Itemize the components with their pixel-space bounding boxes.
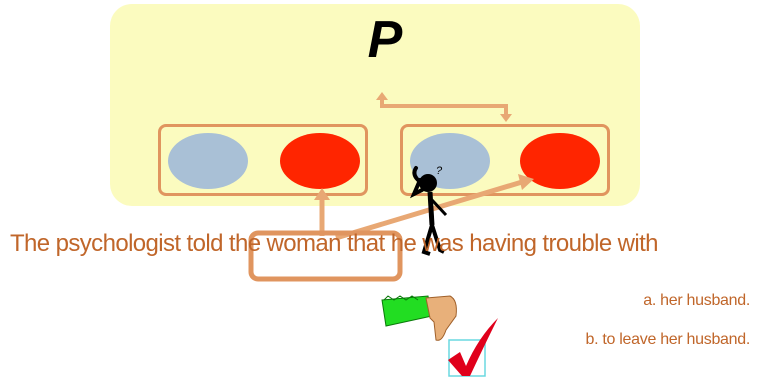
example-sentence: The psychologist told the woman that he … [10, 230, 659, 257]
right-red-oval [520, 133, 600, 189]
option-a: a. her husband. [643, 292, 750, 309]
confused-figure-icon [410, 166, 448, 256]
right-role-box [400, 124, 610, 196]
bracket-arrow [376, 92, 512, 122]
option-b: b. to leave her husband. [585, 331, 751, 348]
left-role-box [158, 124, 368, 196]
panel-title: P [367, 11, 403, 69]
left-blue-oval [168, 133, 248, 189]
thumbs-down-icon [381, 295, 457, 341]
check-icon [448, 318, 498, 376]
left-red-oval [280, 133, 360, 189]
question-mark: ? [436, 165, 443, 177]
phrase-highlight-box [248, 230, 403, 282]
